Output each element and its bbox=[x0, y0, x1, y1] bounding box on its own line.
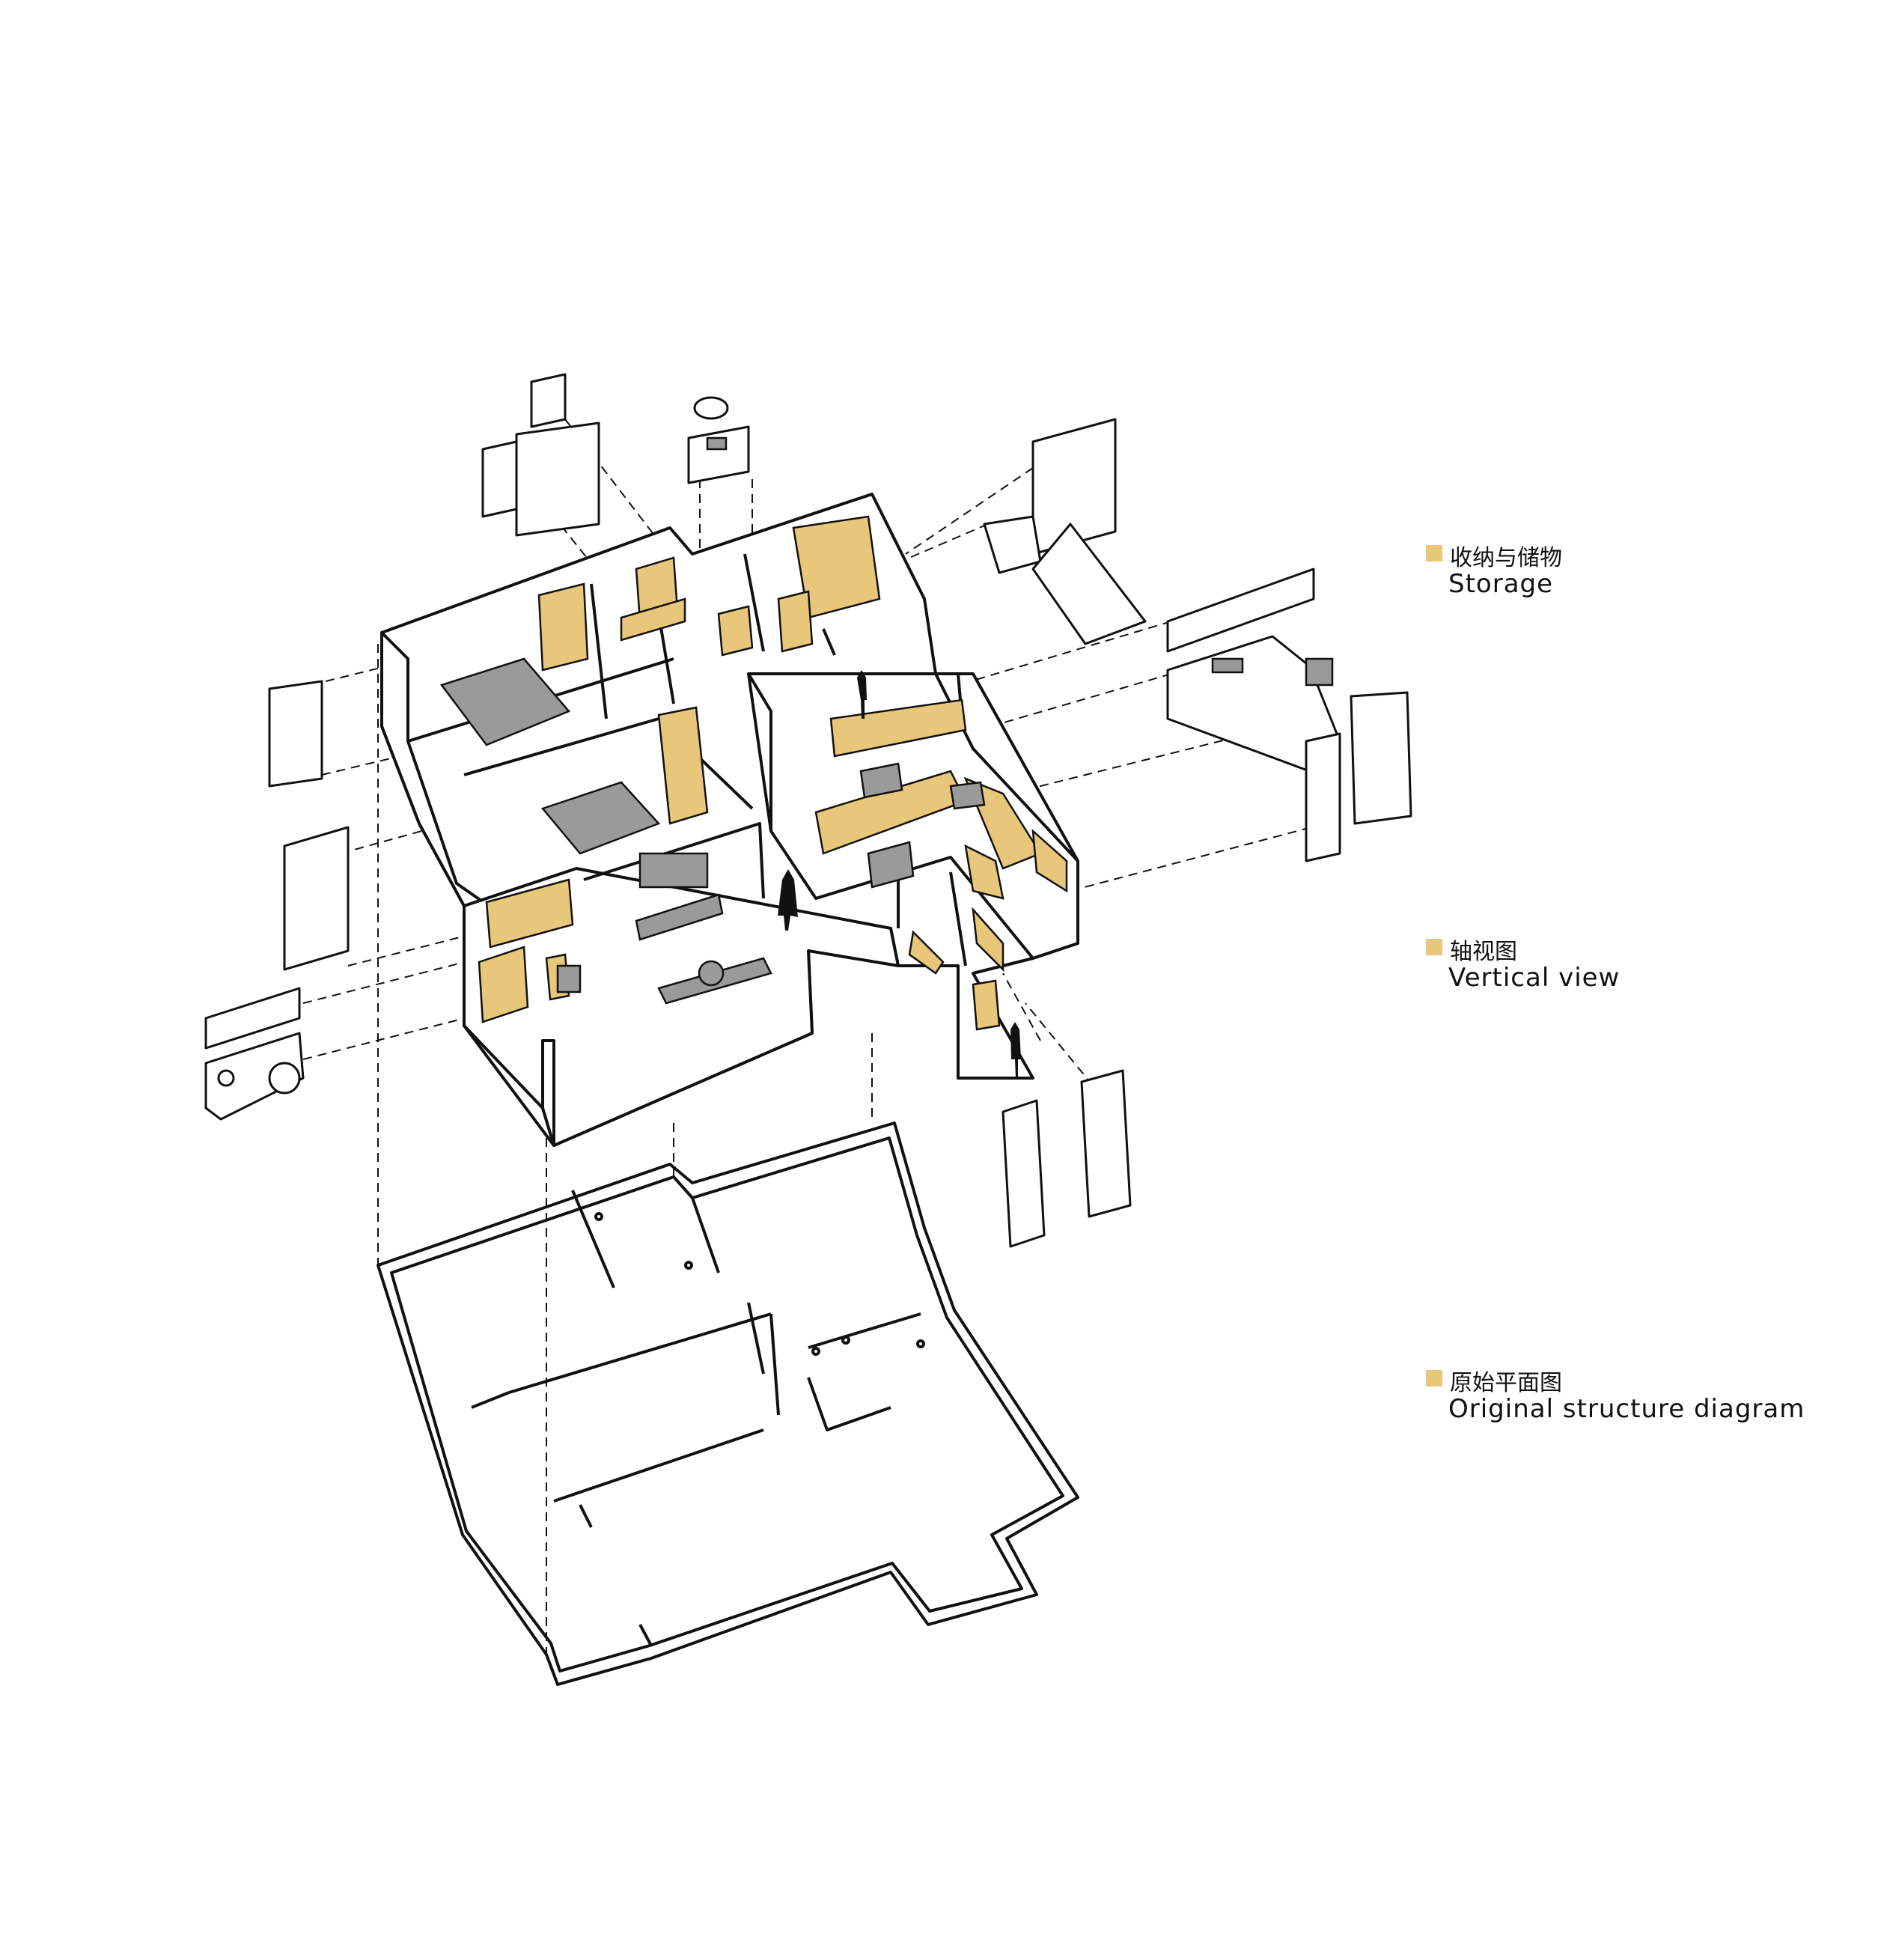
legend-swatch bbox=[1426, 545, 1442, 561]
exploded-storage-units bbox=[204, 373, 1412, 1248]
legend-swatch bbox=[1426, 1370, 1442, 1387]
tv-cabinet bbox=[635, 893, 724, 941]
wardrobe-master bbox=[537, 582, 589, 672]
legend-label-zh: 轴视图 bbox=[1450, 939, 1517, 965]
legend-label-zh: 原始平面图 bbox=[1450, 1370, 1562, 1396]
axonometric-model bbox=[380, 493, 1079, 1147]
legend-label-en: Original structure diagram bbox=[1448, 1394, 1805, 1424]
bed-second bbox=[540, 781, 661, 855]
legend-label-en: Storage bbox=[1448, 569, 1554, 599]
original-floor-plan bbox=[376, 1121, 1079, 1686]
legend-swatch bbox=[1426, 939, 1442, 955]
legend-label-zh: 收纳与储物 bbox=[1450, 545, 1562, 571]
bed-master bbox=[439, 657, 571, 746]
legend-label-en: Vertical view bbox=[1448, 963, 1621, 993]
person-icon bbox=[857, 670, 867, 719]
person-icon bbox=[1010, 1022, 1021, 1078]
person-icon bbox=[778, 869, 798, 931]
